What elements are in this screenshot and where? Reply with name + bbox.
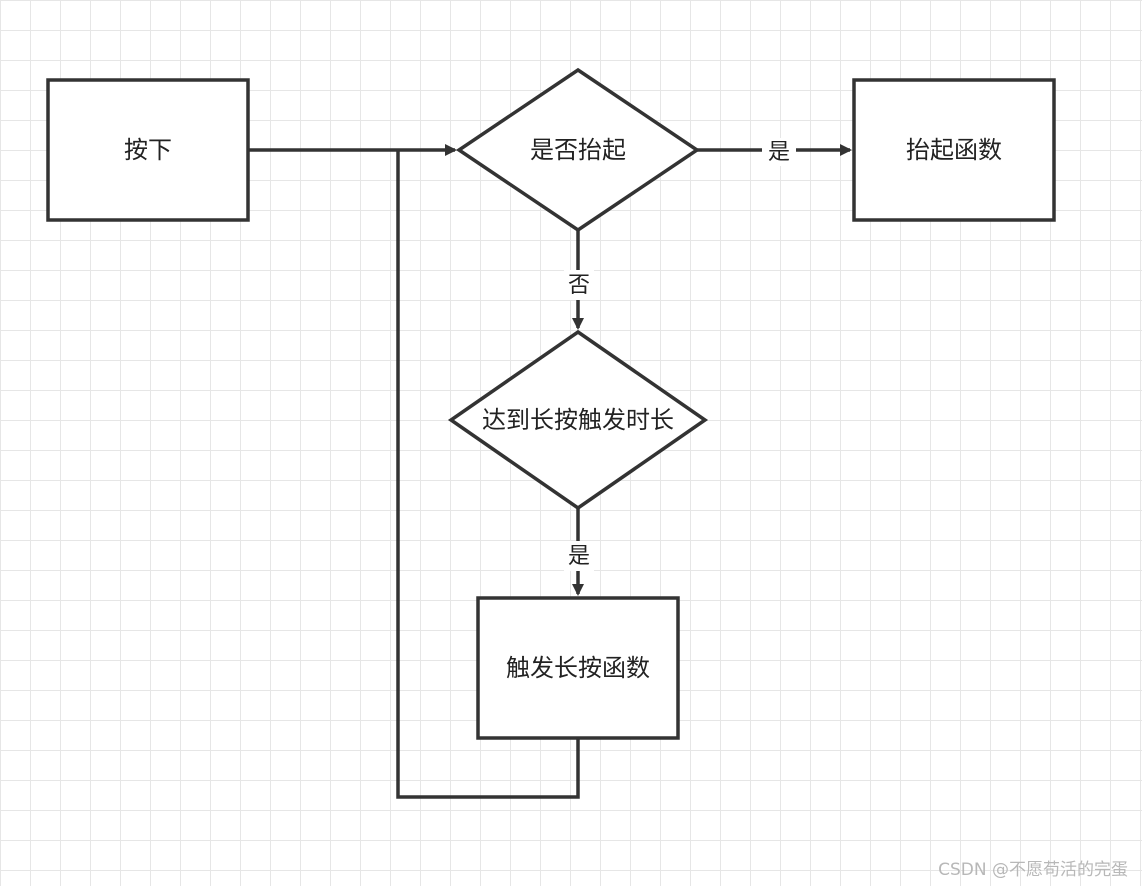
node-reached-long-press-diamond bbox=[447, 329, 709, 511]
node-reached-long-press-label: 达到长按触发时长 bbox=[482, 406, 674, 434]
edge-label-bg-no bbox=[564, 270, 594, 300]
node-lift-function-box bbox=[852, 78, 1056, 222]
node-press-box bbox=[46, 78, 250, 222]
watermark: CSDN @不愿苟活的完蛋 bbox=[938, 860, 1128, 880]
edge-label-bg-yes-down bbox=[564, 541, 594, 571]
edge-label-no-lifted: 否 bbox=[568, 273, 590, 298]
edge-label-yes-reached: 是 bbox=[568, 544, 590, 569]
edge-label-yes-lifted: 是 bbox=[768, 140, 790, 165]
edge-label-bg-yes-right bbox=[762, 138, 796, 166]
node-is-lifted-diamond bbox=[455, 67, 701, 233]
edge-trigger-loop-back bbox=[396, 150, 580, 799]
node-lift-function-label: 抬起函数 bbox=[906, 136, 1002, 164]
node-is-lifted-label: 是否抬起 bbox=[530, 136, 626, 164]
node-press-label: 按下 bbox=[124, 136, 172, 164]
node-trigger-long-press-box bbox=[476, 596, 680, 740]
node-trigger-long-press-label: 触发长按函数 bbox=[506, 654, 650, 682]
